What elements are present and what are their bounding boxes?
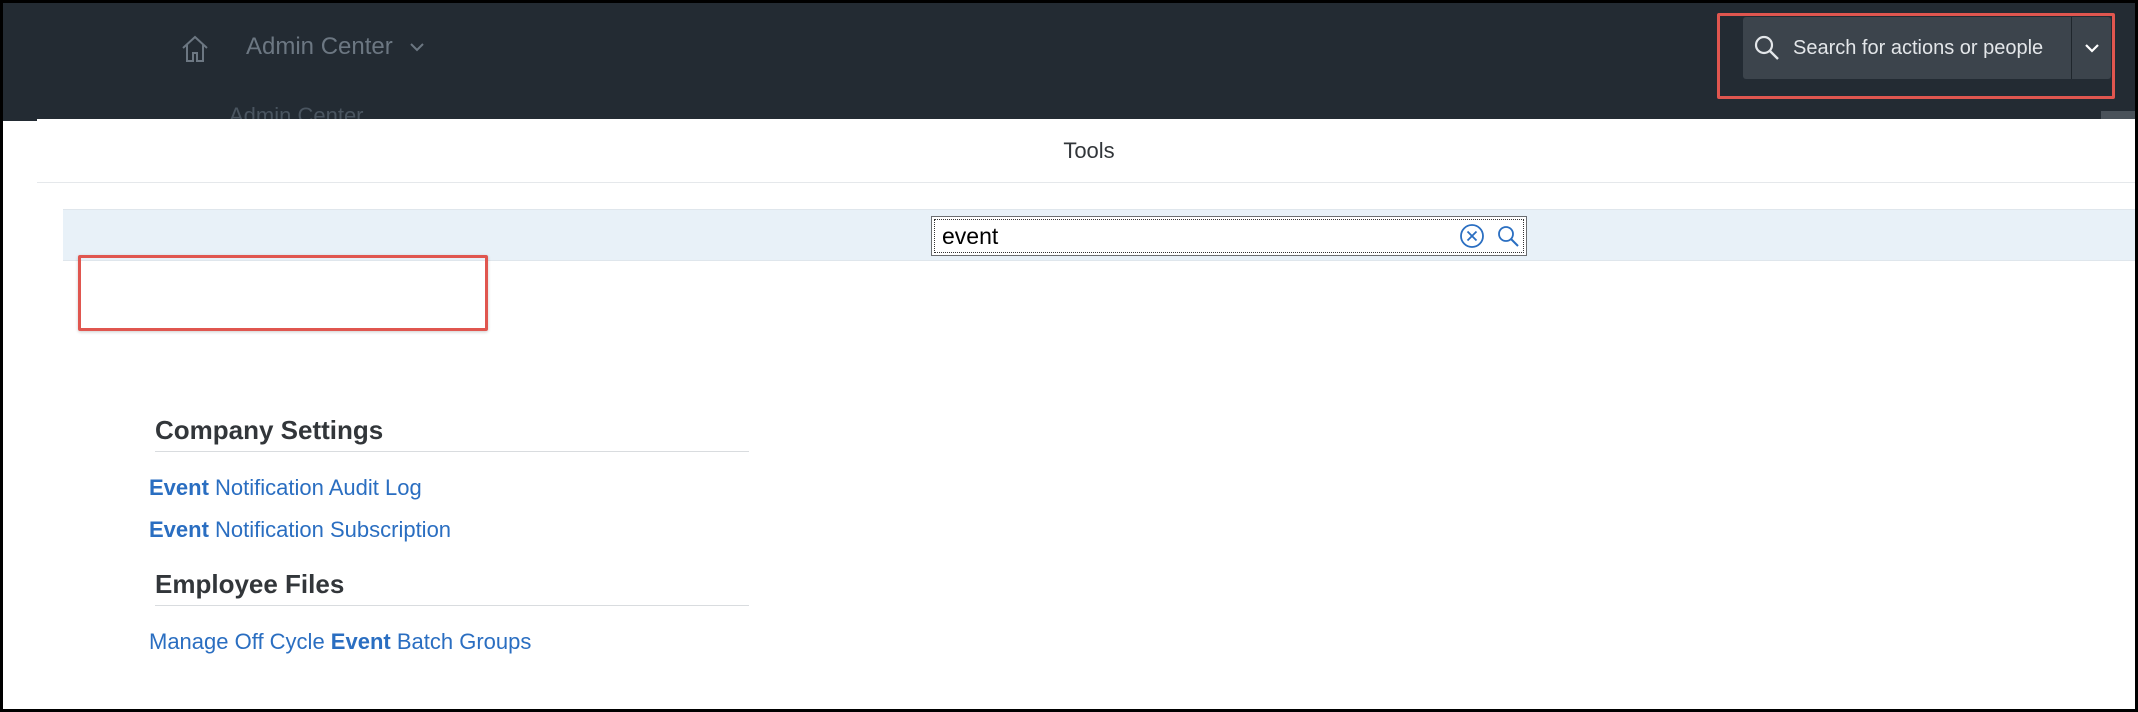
search-highlight-outline — [1717, 13, 2115, 99]
search-icon — [1498, 226, 1519, 247]
app-title: Admin Center — [246, 33, 393, 60]
search-placeholder: Search for actions or people — [1793, 36, 2044, 59]
link-text: Manage Off Cycle — [149, 629, 331, 654]
match-highlight: Event — [330, 629, 391, 654]
shell-bar: Admin Center Admin Center Search for act… — [3, 3, 2135, 131]
link-text: Notification Audit Log — [208, 475, 422, 500]
group-title-employee-files: Employee Files — [155, 569, 345, 599]
link-text: Notification Subscription — [208, 517, 452, 542]
match-highlight: Event — [149, 475, 209, 500]
link-event-notification-subscription[interactable]: Event Notification Subscription — [149, 517, 451, 543]
dialog-title: Tools — [1063, 137, 1115, 163]
result-highlight-outline — [78, 255, 488, 331]
dialog-search-bar: event — [63, 209, 2135, 261]
group-title-company-settings: Company Settings — [155, 415, 384, 445]
chevron-down-icon — [2084, 44, 2099, 53]
submit-search-button[interactable] — [1490, 218, 1526, 254]
search-icon — [1754, 35, 1779, 60]
match-highlight: Event — [149, 517, 209, 542]
group-divider — [155, 605, 749, 606]
group-divider — [155, 451, 749, 452]
tools-search-input[interactable]: event — [931, 216, 1527, 256]
app-title-menu[interactable]: Admin Center — [246, 33, 427, 61]
clear-circle-icon — [1460, 224, 1484, 248]
tools-dialog: Tools event Compan — [37, 119, 2135, 709]
link-text: Batch Groups — [390, 629, 532, 654]
chevron-down-icon — [410, 43, 424, 52]
home-icon — [182, 35, 208, 62]
search-value: event — [942, 222, 999, 249]
clear-search-button[interactable] — [1454, 218, 1490, 254]
global-search-input[interactable]: Search for actions or people — [1743, 17, 2071, 79]
search-scope-dropdown[interactable] — [2071, 17, 2111, 79]
link-manage-off-cycle-event-batch-groups[interactable]: Manage Off Cycle Event Batch Groups — [149, 629, 531, 655]
home-button[interactable] — [177, 31, 213, 67]
link-event-notification-audit-log[interactable]: Event Notification Audit Log — [149, 475, 422, 501]
dialog-header: Tools — [37, 119, 2135, 183]
